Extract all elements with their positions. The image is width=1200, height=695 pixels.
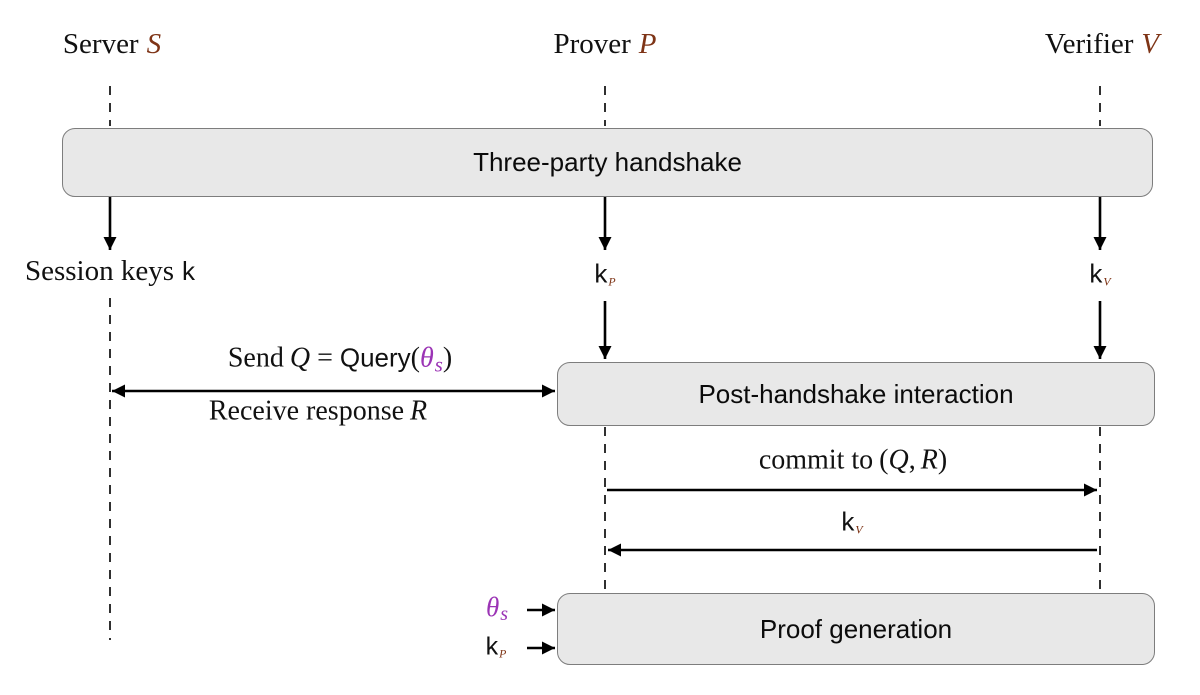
box-three-party-handshake: Three-party handshake xyxy=(62,128,1153,197)
label-k-prover: kP xyxy=(594,258,616,289)
participant-server-name: Server xyxy=(62,28,139,61)
label-k-verifier: kV xyxy=(1089,258,1111,289)
theta-input-subscript: s xyxy=(500,603,509,626)
query-function: Query xyxy=(339,342,411,373)
box-post-handshake-interaction: Post-handshake interaction xyxy=(557,362,1155,426)
close-paren: ) xyxy=(442,342,453,374)
commit-text: commit to xyxy=(758,444,874,476)
box-post-handshake-interaction-label: Post-handshake interaction xyxy=(698,378,1014,409)
kv-message-k: k xyxy=(841,506,855,537)
box-three-party-handshake-label: Three-party handshake xyxy=(473,147,742,177)
session-keys-text: Session keys xyxy=(24,255,175,288)
participant-server-symbol: S xyxy=(146,28,162,61)
participant-verifier-name: Verifier xyxy=(1044,28,1134,61)
commit-open-paren: ( xyxy=(879,444,889,476)
response-var: R xyxy=(410,395,428,427)
session-keys-symbol: k xyxy=(182,256,196,287)
k-prover-k: k xyxy=(594,258,608,289)
participant-verifier-symbol: V xyxy=(1141,28,1160,61)
open-paren: ( xyxy=(410,342,420,374)
commit-comma: , xyxy=(908,444,916,476)
k-verifier-sub: V xyxy=(1103,274,1111,289)
label-theta-input: θs xyxy=(485,592,509,626)
send-word: Send xyxy=(227,342,284,374)
k-prover-sub: P xyxy=(608,274,616,289)
commit-r-var: R xyxy=(920,444,938,476)
k-verifier-k: k xyxy=(1089,258,1103,289)
receive-text: Receive response xyxy=(208,395,405,427)
equals-sign: = xyxy=(317,342,333,374)
commit-close-paren: ) xyxy=(937,444,948,476)
participant-prover-symbol: P xyxy=(638,28,657,61)
query-var: Q xyxy=(289,342,311,374)
label-kv-message: kV xyxy=(841,506,863,537)
label-commit: commit to(Q,R) xyxy=(758,444,948,477)
theta-subscript: s xyxy=(434,354,443,377)
label-kp-input: kP xyxy=(486,633,507,661)
kp-input-sub: P xyxy=(499,645,507,660)
kv-message-sub: V xyxy=(855,522,863,537)
kp-input-k: k xyxy=(485,632,499,661)
theta-symbol: θ xyxy=(420,342,434,374)
box-proof-generation-label: Proof generation xyxy=(759,613,953,644)
participant-prover-name: Prover xyxy=(553,28,631,61)
commit-q-var: Q xyxy=(888,444,909,476)
theta-input-symbol: θ xyxy=(485,592,500,623)
box-proof-generation: Proof generation xyxy=(557,593,1155,665)
